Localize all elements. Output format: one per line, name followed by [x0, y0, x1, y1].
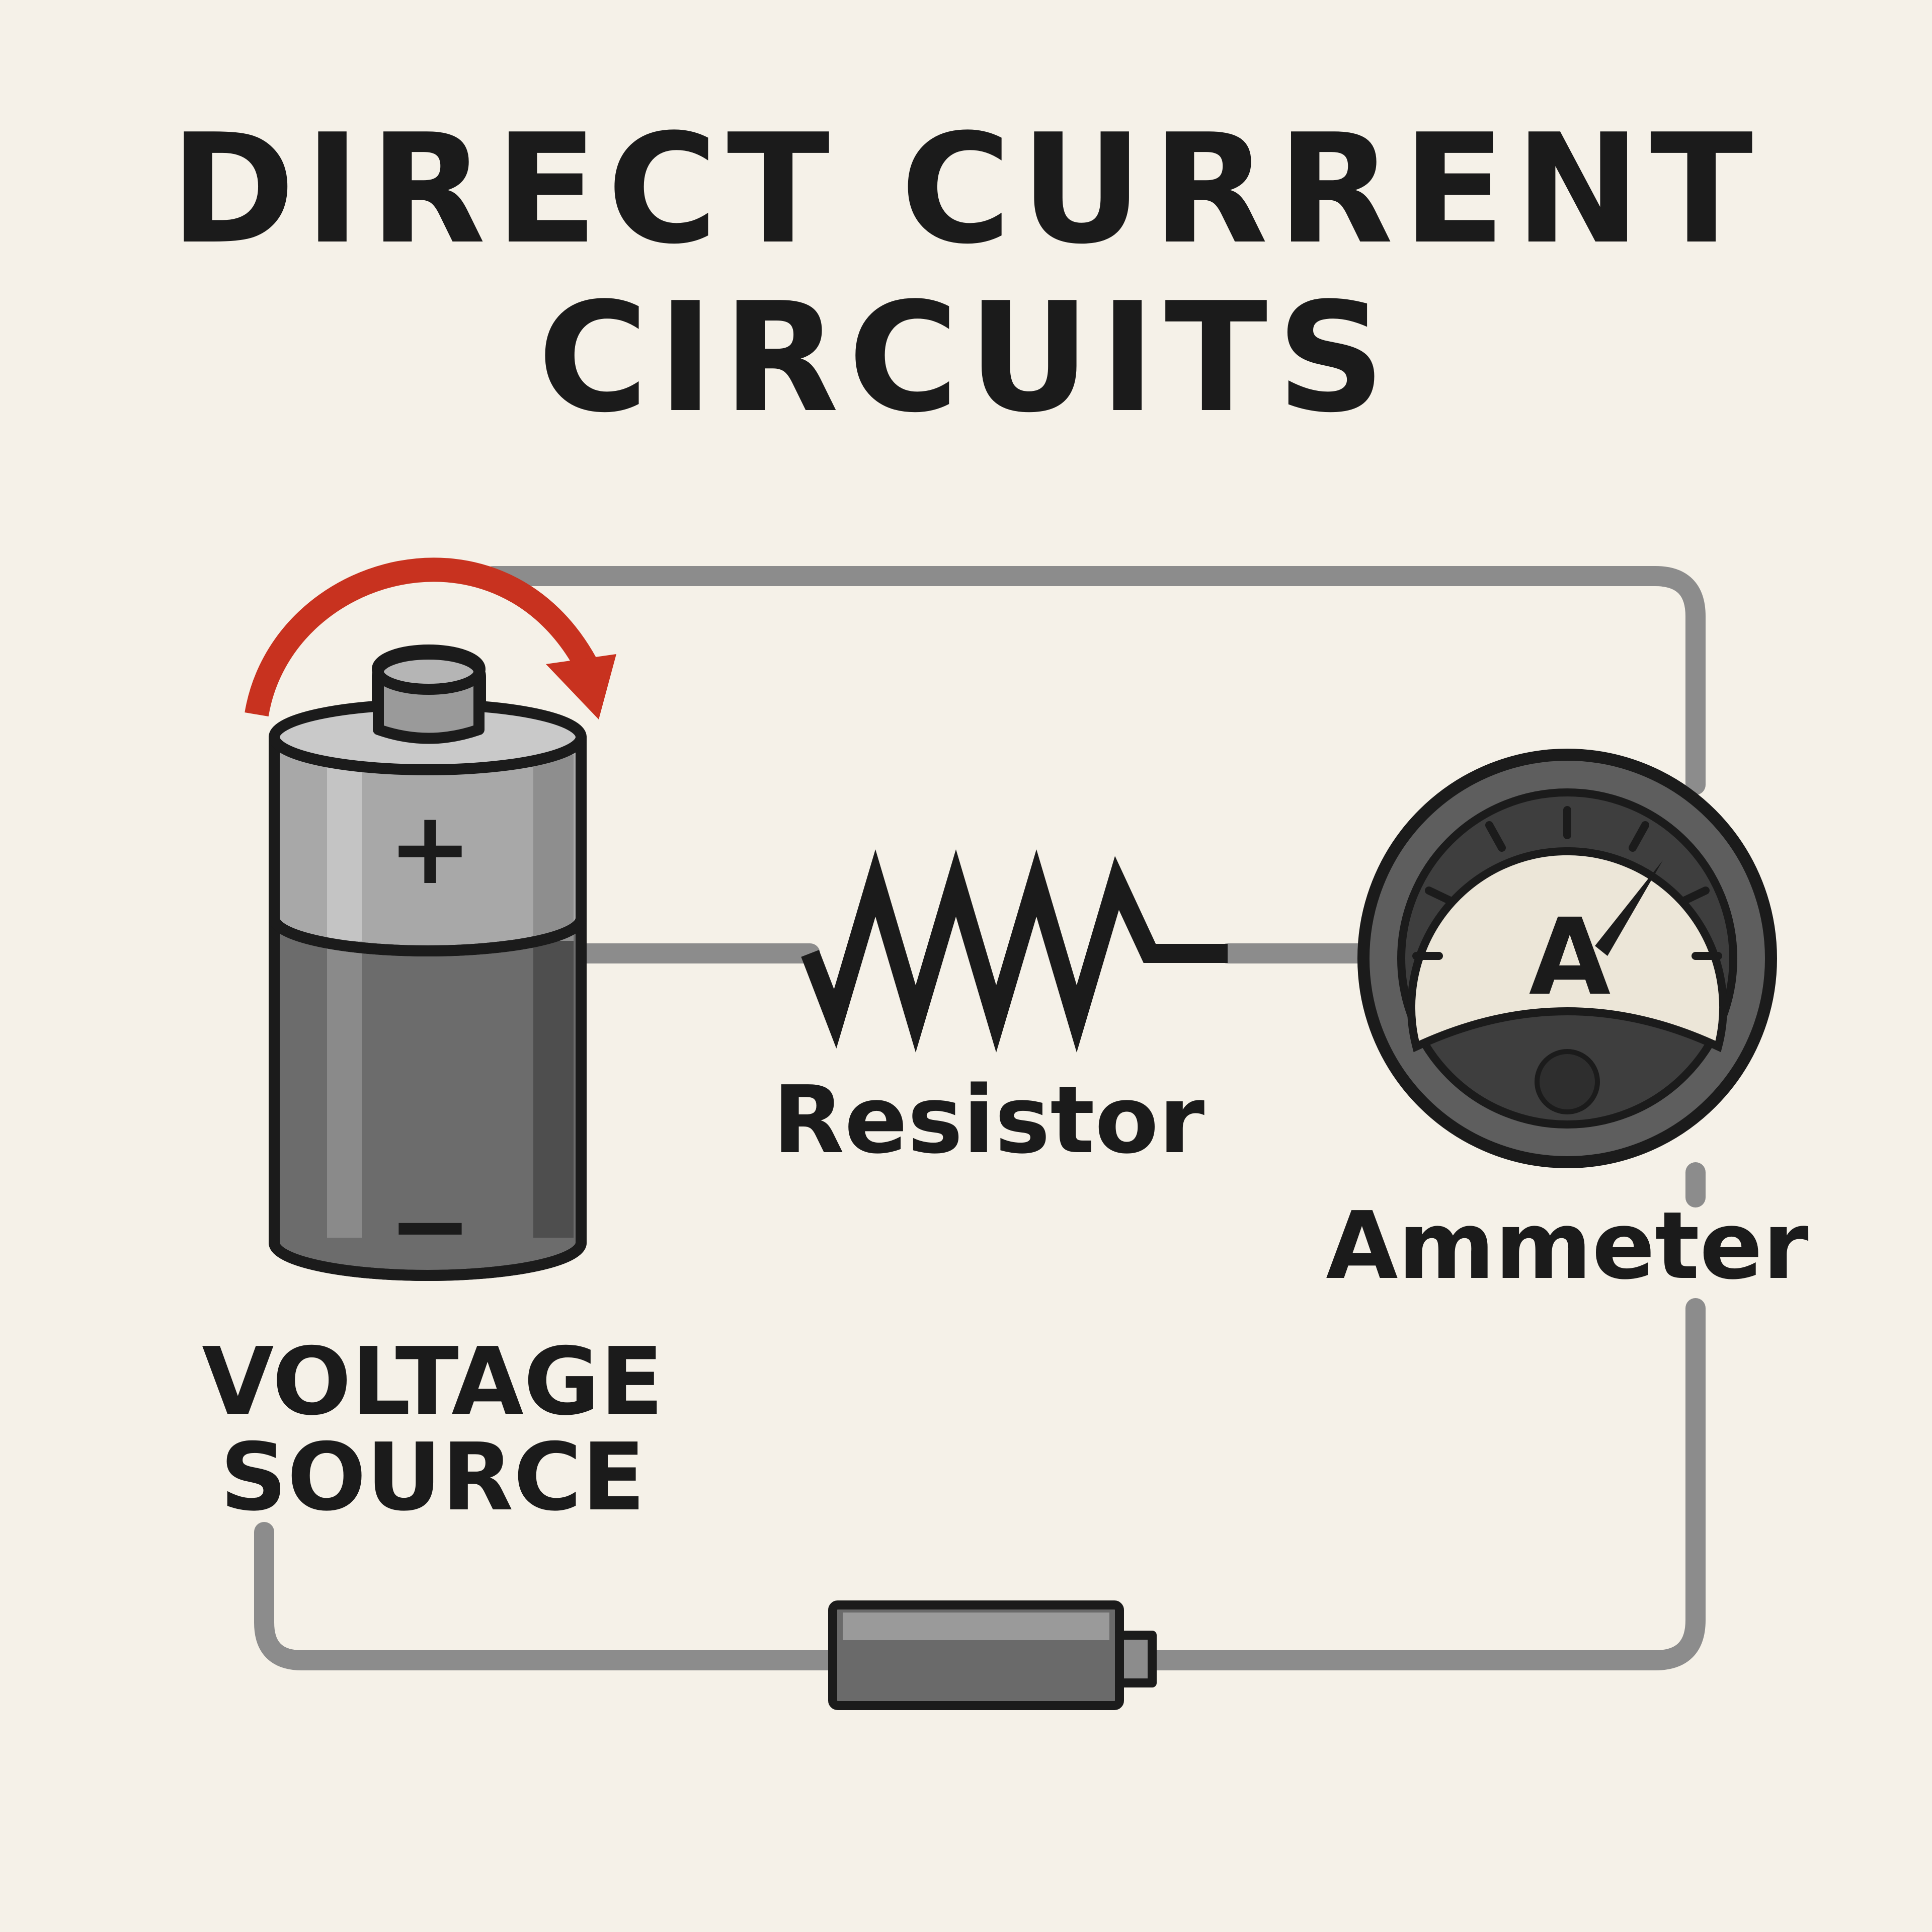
- circuit-wires: [254, 566, 1706, 1670]
- resistor-icon: [801, 849, 1228, 1053]
- voltage-source-label-line-2: SOURCE: [220, 1423, 645, 1532]
- ammeter-unit-symbol: A: [1529, 896, 1611, 1019]
- wire-bottom-left: [254, 1522, 843, 1670]
- battery-icon: [269, 645, 587, 1281]
- battery-negative-symbol: −: [388, 1167, 472, 1284]
- battery-positive-symbol: +: [388, 790, 472, 907]
- voltage-source-label-line-1: VOLTAGE: [202, 1327, 664, 1436]
- wire-right-bottom: [1142, 1298, 1706, 1670]
- switch-icon: [828, 1600, 1157, 1710]
- wire-top: [483, 566, 1706, 795]
- current-direction-arrow-icon: [245, 557, 616, 719]
- title-line-2: CIRCUITS: [538, 270, 1395, 446]
- resistor-label: Resistor: [773, 1066, 1204, 1174]
- diagram-title: DIRECT CURRENT CIRCUITS: [170, 102, 1762, 446]
- ammeter-icon: [1357, 749, 1777, 1168]
- title-line-1: DIRECT CURRENT: [170, 102, 1762, 277]
- ammeter-label: Ammeter: [1326, 1191, 1808, 1300]
